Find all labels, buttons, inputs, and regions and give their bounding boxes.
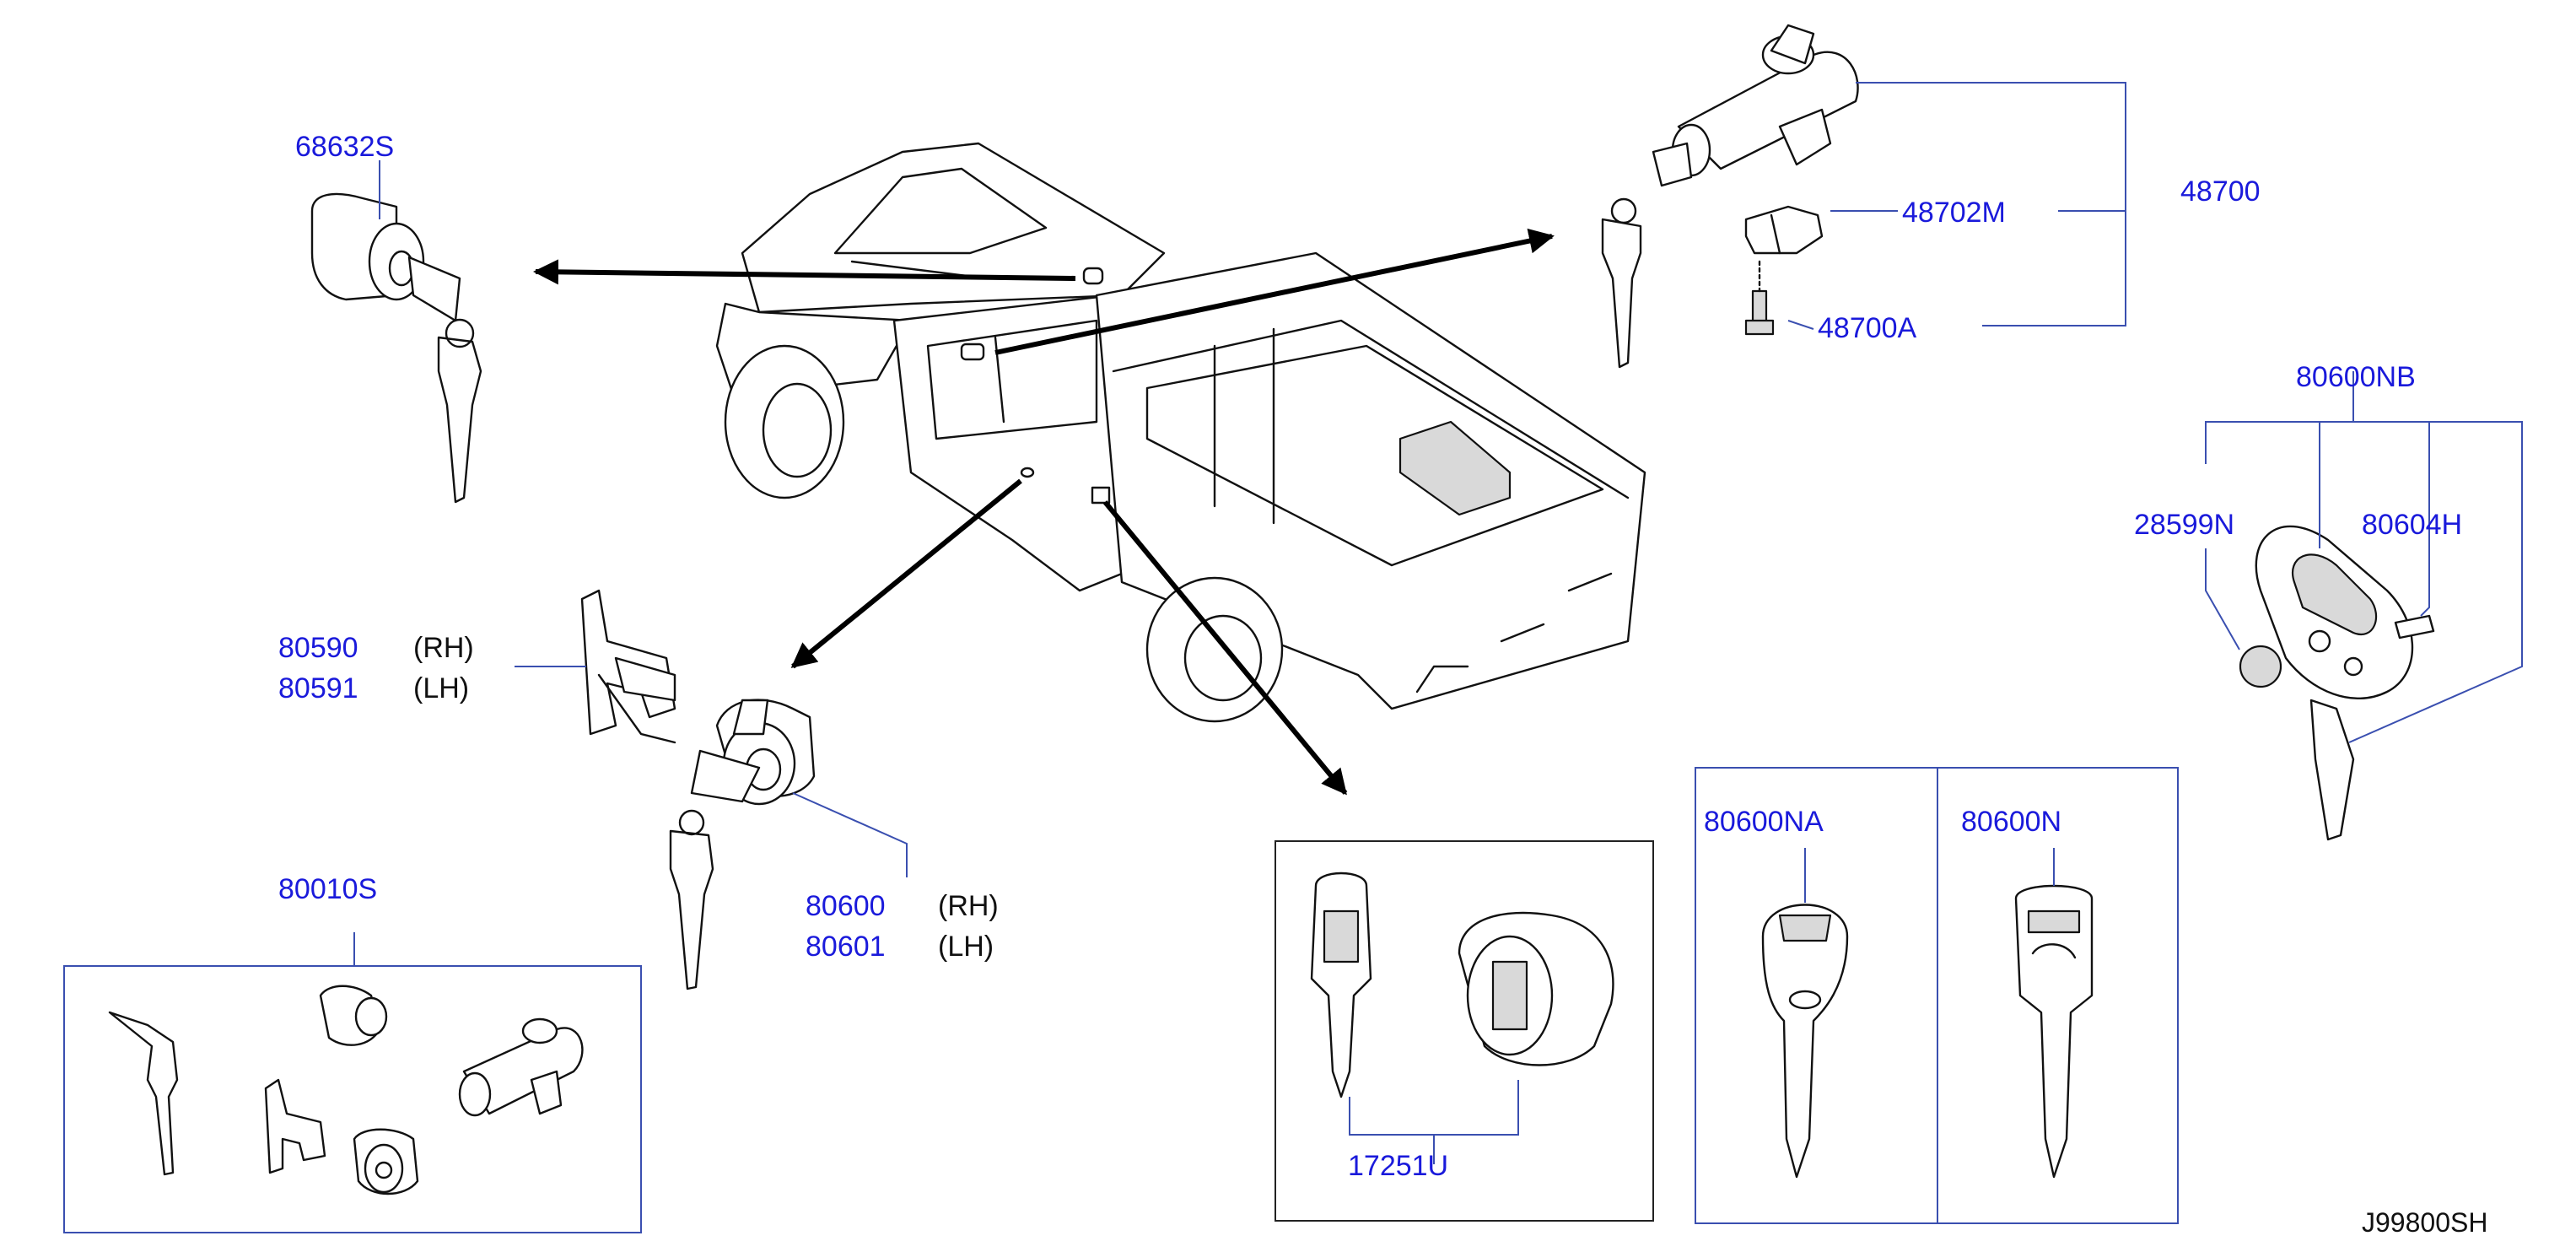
label-80600: 80600 [806, 890, 886, 922]
pickup-truck-illustration [715, 142, 1646, 723]
label-80590-side: (RH) [413, 632, 474, 664]
ignition-lock-icon [1458, 911, 1614, 1066]
label-80601-side: (LH) [938, 931, 994, 963]
key-icon [669, 809, 714, 990]
label-80010S: 80010S [278, 873, 377, 905]
key-icon [437, 318, 482, 504]
label-17251U: 17251U [1348, 1150, 1448, 1182]
diagram-reference-code: J99800SH [2362, 1207, 2487, 1238]
callout-arrows [533, 228, 1555, 796]
label-80590: 80590 [278, 632, 358, 664]
door-lock-cylinder-icon [353, 1128, 419, 1195]
label-28599N: 28599N [2134, 509, 2234, 541]
screw-icon [2394, 614, 2435, 639]
label-80600NA: 80600NA [1704, 806, 1824, 838]
label-80600NB: 80600NB [2296, 361, 2416, 393]
clip-bracket-icon [1744, 205, 1824, 255]
screw-icon [1744, 260, 1775, 336]
label-80600-side: (RH) [938, 890, 999, 922]
door-lock-cylinder-icon [319, 985, 388, 1046]
remote-key-fob-icon [2255, 525, 2414, 699]
door-lock-cylinder-icon [690, 699, 816, 806]
key-icon [1601, 197, 1642, 369]
label-68632S: 68632S [295, 131, 394, 163]
ignition-lock-icon [1652, 24, 1859, 187]
label-48700: 48700 [2180, 175, 2261, 208]
label-48702M: 48702M [1902, 197, 2006, 229]
label-48700A: 48700A [1818, 312, 1917, 344]
label-80604H: 80604H [2362, 509, 2462, 541]
key-icon [2014, 884, 2094, 1179]
key-icon [1310, 872, 1372, 1098]
battery-cell-icon [2239, 645, 2282, 688]
label-80600N: 80600N [1961, 806, 2061, 838]
door-lock-cylinder-icon [310, 192, 461, 322]
label-80591-side: (LH) [413, 672, 469, 704]
label-80591: 80591 [278, 672, 358, 704]
key-icon [2309, 699, 2355, 841]
ignition-lock-icon [458, 1017, 584, 1117]
key-icon [1761, 904, 1849, 1179]
clip-bracket-icon [264, 1078, 326, 1174]
key-icon [108, 1011, 179, 1176]
clip-bracket-icon [580, 589, 676, 744]
label-80601: 80601 [806, 931, 886, 963]
